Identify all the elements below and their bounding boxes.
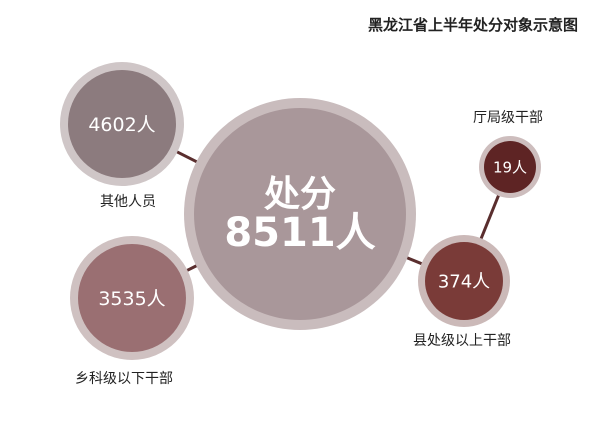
connector-bureau-county [478,192,501,243]
bubble-value-bureau: 19人 [493,158,527,176]
bubble-bureau [484,141,536,193]
bubble-caption-county: 县处级以上干部 [413,333,511,349]
bubble-value-county: 374人 [438,271,490,292]
center-label-line2: 8511人 [224,210,375,256]
diagram-title: 黑龙江省上半年处分对象示意图 [368,16,578,34]
bubble-caption-township: 乡科级以下干部 [75,371,173,387]
bubble-value-other: 4602人 [88,114,155,136]
bubble-caption-other: 其他人员 [100,194,156,210]
connector-other-center [173,148,202,166]
bubble-other [68,70,176,178]
bubble-township [78,244,186,352]
bubble-county [425,242,503,320]
bubble-caption-bureau: 厅局级干部 [473,110,543,126]
center-bubble [194,108,406,320]
center-label-line1: 处分 [264,174,336,215]
bubble-value-township: 3535人 [98,288,165,310]
